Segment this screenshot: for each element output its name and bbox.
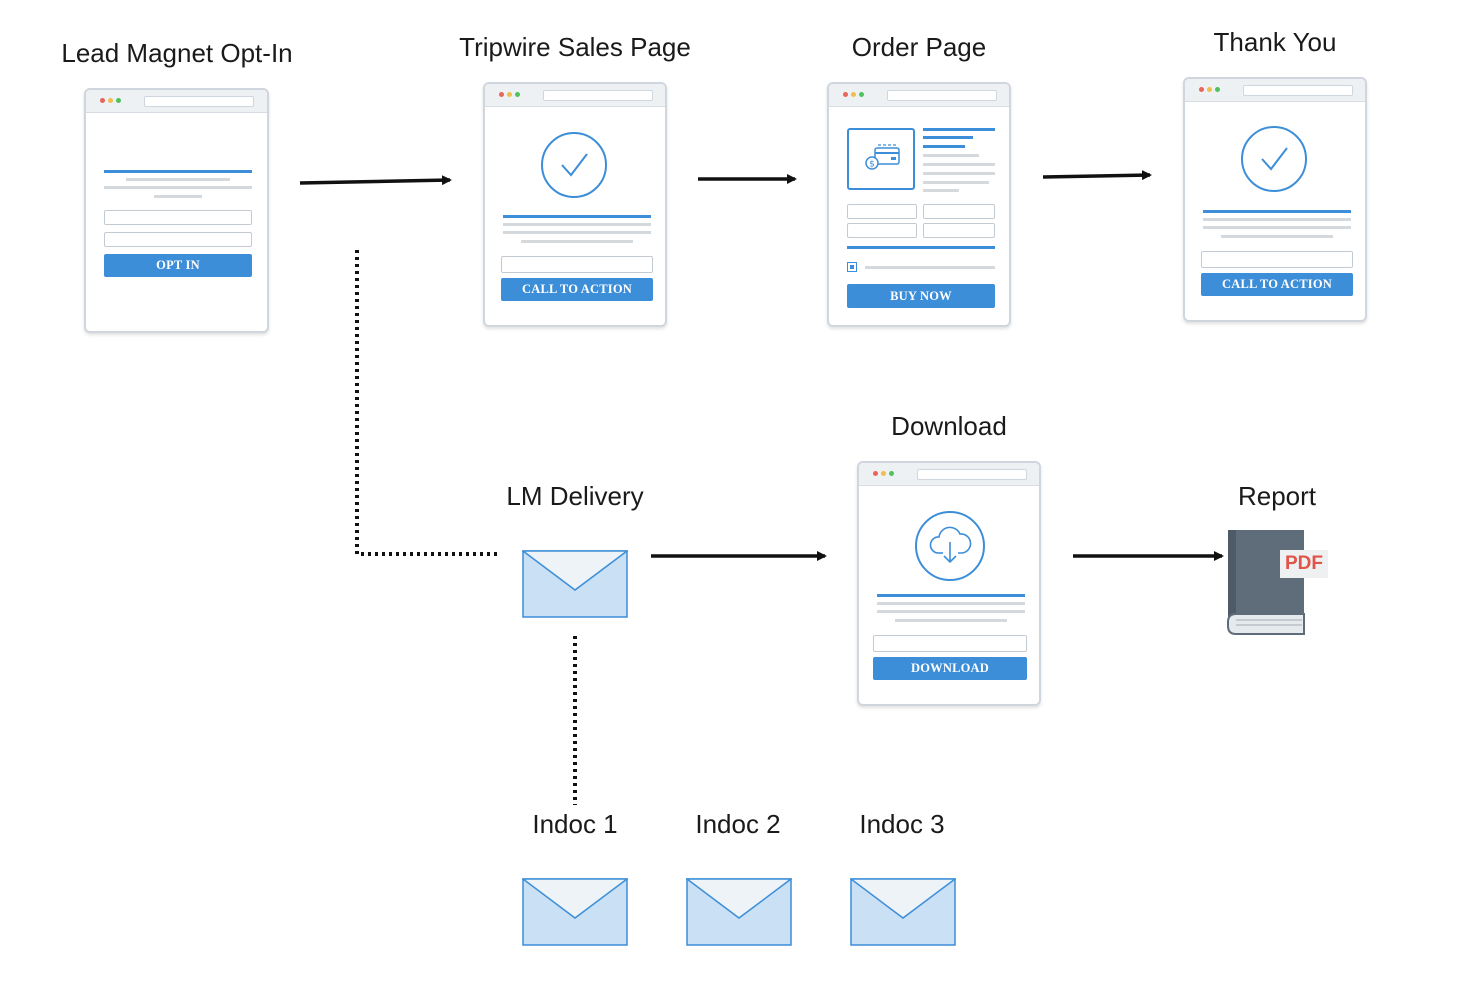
title-report: Report (1237, 481, 1317, 511)
checkmark-circle-icon (541, 132, 607, 198)
order-page-mockup: $ BUY NOW (827, 82, 1011, 327)
pdf-badge: PDF (1285, 553, 1323, 574)
input-field (1201, 251, 1353, 268)
thank-you-page-mockup: CALL TO ACTION (1183, 77, 1367, 322)
title-indoc-3: Indoc 3 (859, 809, 945, 839)
browser-bar (485, 84, 665, 107)
title-lead-magnet: Lead Magnet Opt-In (61, 38, 293, 68)
browser-bar (86, 90, 267, 113)
card-field (847, 223, 917, 238)
title-lm-delivery: LM Delivery (506, 481, 644, 511)
envelope-icon (522, 878, 628, 946)
svg-text:$: $ (869, 160, 875, 170)
arrow-optin-to-tripwire (299, 175, 452, 186)
opt-in-button: OPT IN (104, 254, 252, 277)
download-button: DOWNLOAD (873, 657, 1027, 680)
card-field (923, 204, 995, 219)
lead-magnet-page-mockup: OPT IN (84, 88, 269, 333)
title-thank-you: Thank You (1213, 27, 1337, 57)
buy-now-button: BUY NOW (847, 284, 995, 308)
envelope-icon (686, 878, 792, 946)
title-download: Download (891, 411, 1007, 441)
call-to-action-button: CALL TO ACTION (1201, 273, 1353, 296)
payment-card-icon: $ (847, 128, 915, 190)
browser-bar (859, 463, 1039, 486)
dotted-optin-to-delivery (355, 250, 500, 556)
title-indoc-2: Indoc 2 (695, 809, 781, 839)
card-field (923, 223, 995, 238)
tripwire-page-mockup: CALL TO ACTION (483, 82, 667, 327)
envelope-icon (522, 550, 628, 618)
input-field (873, 635, 1027, 652)
browser-bar (1185, 79, 1365, 102)
checkmark-circle-icon (1241, 126, 1307, 192)
pdf-book-icon: PDF (1222, 530, 1334, 640)
title-indoc-1: Indoc 1 (532, 809, 618, 839)
name-field (104, 232, 252, 247)
browser-bar (829, 84, 1009, 107)
arrow-order-to-thankyou (1042, 170, 1152, 181)
card-field (847, 204, 917, 219)
email-field (104, 210, 252, 225)
cloud-download-icon (915, 511, 985, 581)
title-tripwire: Tripwire Sales Page (459, 32, 691, 62)
call-to-action-button: CALL TO ACTION (501, 278, 653, 301)
envelope-icon (850, 878, 956, 946)
title-order-page: Order Page (851, 32, 987, 62)
input-field (501, 256, 653, 273)
checkbox-icon (847, 262, 857, 272)
download-page-mockup: DOWNLOAD (857, 461, 1041, 706)
